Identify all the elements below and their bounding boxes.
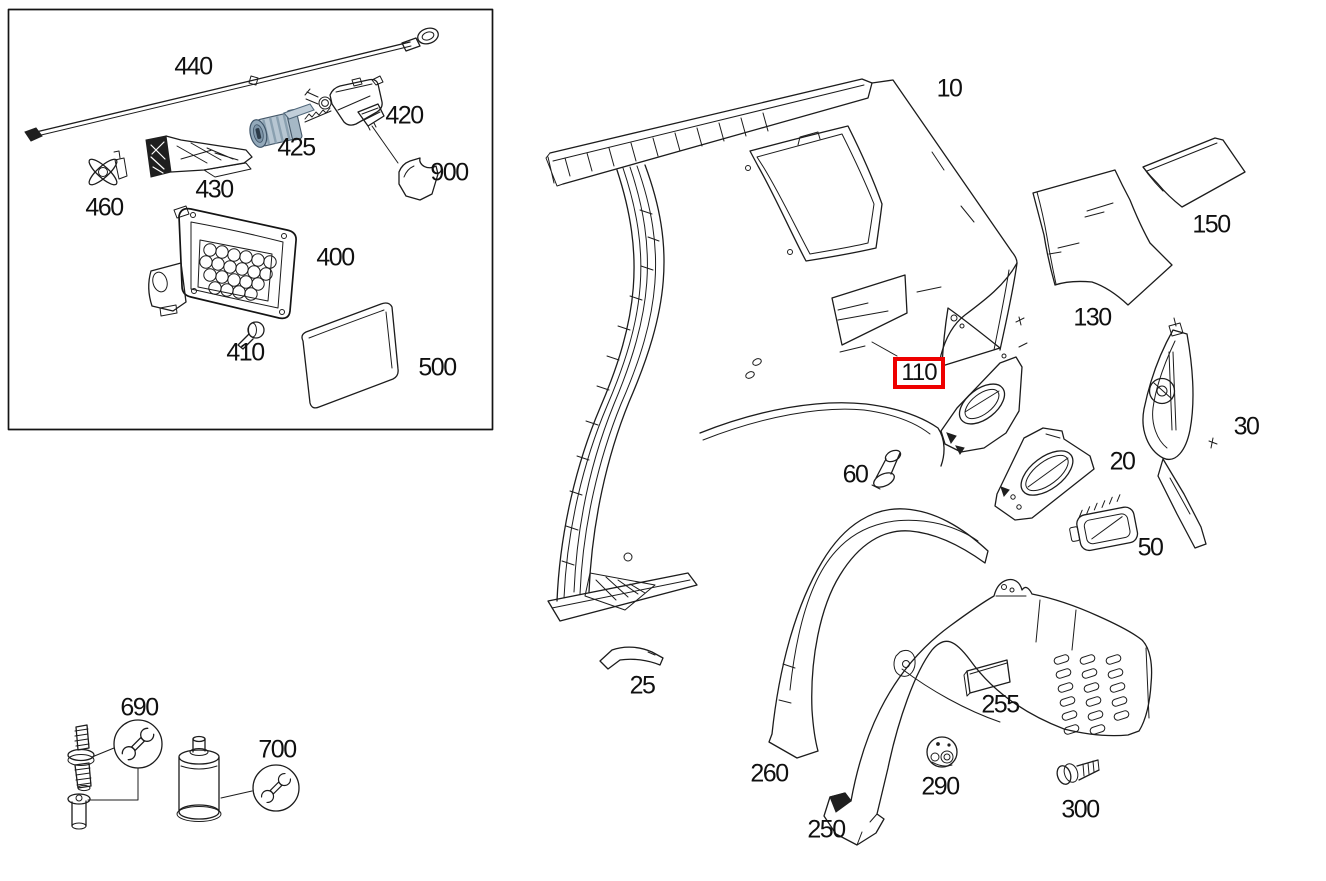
part-690-rivet-drawing	[67, 793, 91, 830]
quarter-window-opening	[745, 125, 883, 262]
tool-note-690-drawing	[67, 719, 163, 830]
pillar-band	[547, 164, 698, 622]
part-260-wheel-arch-cover-drawing	[768, 508, 989, 759]
callout-110-selected[interactable]: 110	[893, 357, 945, 389]
part-460-clip-drawing	[88, 150, 128, 186]
callout-255[interactable]: 255	[981, 690, 1020, 719]
callout-60[interactable]: 60	[842, 460, 869, 489]
callout-400[interactable]: 400	[316, 243, 355, 272]
callout-460[interactable]: 460	[85, 193, 124, 222]
part-900-cap-drawing	[398, 157, 439, 201]
callout-700[interactable]: 700	[258, 735, 297, 764]
rear-flange-flap	[941, 307, 1001, 367]
part-420-lock-actuator-drawing	[304, 75, 385, 131]
callout-425[interactable]: 425	[277, 133, 316, 162]
callout-20[interactable]: 20	[1109, 447, 1136, 476]
wrench-icon	[121, 727, 155, 761]
honeycomb-pattern	[199, 243, 277, 301]
callout-440[interactable]: 440	[174, 52, 213, 81]
part-440-release-cable-drawing	[24, 27, 439, 142]
leader-420-to-900	[371, 125, 399, 164]
inset-frame	[7, 8, 494, 431]
tool-note-700-drawing	[176, 735, 300, 822]
callout-410[interactable]: 410	[226, 338, 265, 367]
part-400-filler-housing-drawing	[148, 205, 297, 320]
callout-290[interactable]: 290	[921, 772, 960, 801]
part-300-rivet-drawing	[1056, 759, 1100, 785]
wrench-icon	[260, 772, 292, 804]
part-20-inner-panel-drawing	[994, 427, 1095, 521]
part-10-quarter-panel-drawing	[545, 78, 1028, 622]
liner-vent-slots	[1053, 654, 1130, 735]
part-690-stud-drawing	[67, 724, 95, 792]
callout-250[interactable]: 250	[807, 815, 846, 844]
part-255-pad-drawing	[963, 659, 1011, 697]
part-410-pin-drawing	[237, 321, 265, 350]
callout-130[interactable]: 130	[1073, 303, 1112, 332]
callout-900[interactable]: 900	[430, 158, 469, 187]
part-50-air-vent-drawing	[1069, 494, 1139, 552]
callout-25[interactable]: 25	[629, 671, 656, 700]
callout-690[interactable]: 690	[120, 693, 159, 722]
callout-10[interactable]: 10	[936, 74, 963, 103]
callout-50[interactable]: 50	[1137, 533, 1164, 562]
callout-260[interactable]: 260	[750, 759, 789, 788]
part-500-filler-flap-drawing	[301, 302, 399, 409]
part-150-trim-panel-drawing	[1142, 137, 1246, 208]
callout-500[interactable]: 500	[418, 353, 457, 382]
part-425-lock-cylinder-drawing	[249, 103, 332, 148]
part-290-grommet-drawing	[926, 736, 958, 768]
part-700-canister-drawing	[176, 735, 222, 822]
callout-420[interactable]: 420	[385, 101, 424, 130]
part-60-spacer-drawing	[871, 449, 902, 490]
part-30-bracket-drawing	[1142, 317, 1218, 549]
part-25-strip-drawing	[599, 646, 664, 670]
callout-430[interactable]: 430	[195, 175, 234, 204]
part-130-quarter-trim-drawing	[1032, 169, 1173, 306]
fuel-filler-patch	[831, 274, 908, 353]
part-430-bracket-drawing	[145, 135, 253, 178]
part-250-wheel-arch-liner-drawing	[823, 578, 1153, 846]
fuel-filler-pocket	[940, 316, 1028, 455]
callout-150[interactable]: 150	[1192, 210, 1231, 239]
callout-300[interactable]: 300	[1061, 795, 1100, 824]
roof-rail-hatching	[564, 112, 769, 177]
callout-30[interactable]: 30	[1233, 412, 1260, 441]
pillar-hatching	[561, 209, 660, 566]
